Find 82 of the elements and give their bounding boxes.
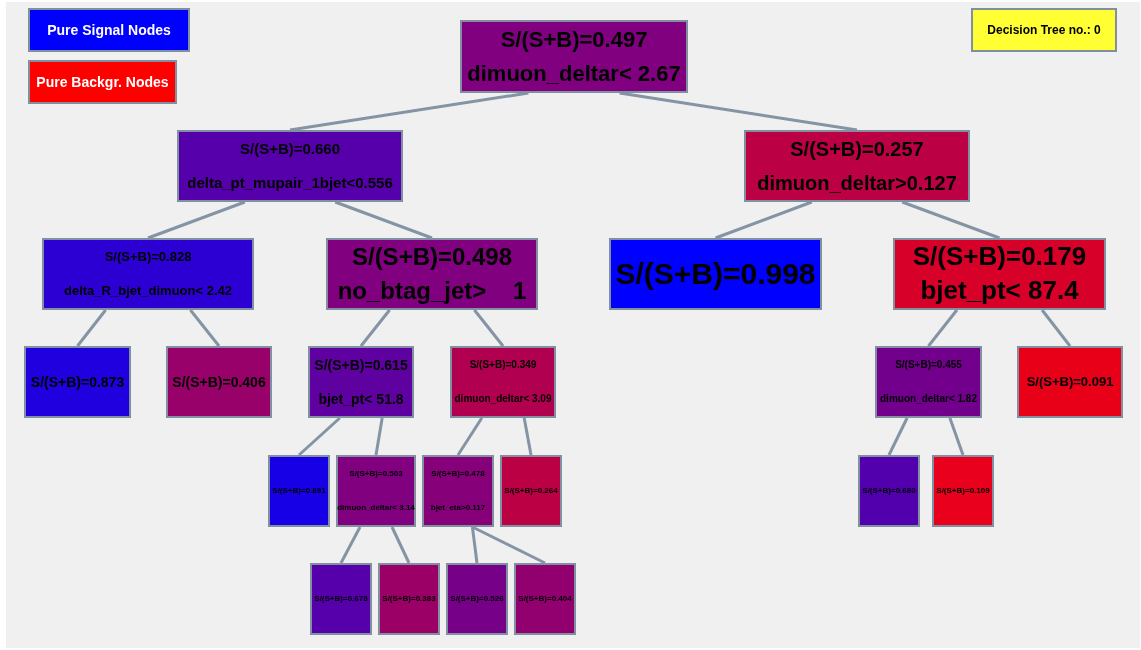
- cut-label: dimuon_deltar< 1.82: [880, 393, 977, 405]
- tree-branch-line: [374, 417, 384, 456]
- tree-node-box: [177, 130, 403, 202]
- node-label: S/(S+B)=0.264: [504, 486, 558, 496]
- tree-branch-line: [390, 526, 411, 564]
- cut-label: delta_R_bjet_dimuon< 2.42: [64, 284, 232, 298]
- tree-node-box: [932, 455, 994, 527]
- tree-node-box: [42, 238, 254, 310]
- cut-label: delta_pt_mupair_1bjet<0.556: [187, 175, 393, 191]
- node-label: S/(S+B)=0.998: [615, 258, 816, 290]
- tree-branch-line: [289, 91, 529, 132]
- node-label: S/(S+B)=0.406: [172, 374, 266, 390]
- tree-branch-line: [339, 526, 362, 564]
- purity-label: S/(S+B)=0.660: [239, 141, 341, 157]
- tree-node-box: [609, 238, 822, 310]
- legend-label: Pure Signal Nodes: [47, 22, 171, 38]
- tree-node-box: [378, 563, 440, 635]
- purity-label: S/(S+B)=0.498: [351, 244, 513, 270]
- tree-branch-line: [714, 200, 813, 240]
- purity-label: S/(S+B)=0.503: [349, 469, 403, 479]
- node-label: S/(S+B)=0.678: [314, 594, 368, 604]
- purity-label: S/(S+B)=0.349: [469, 359, 537, 371]
- tree-branch-line: [359, 309, 391, 347]
- purity-label: S/(S+B)=0.455: [895, 359, 962, 371]
- tree-node-box: [310, 563, 372, 635]
- tree-branch-line: [522, 417, 533, 456]
- tree-node-box: [308, 346, 414, 418]
- purity-label: S/(S+B)=0.828: [104, 250, 192, 264]
- tree-node-box: [744, 130, 970, 202]
- purity-label: S/(S+B)=0.478: [431, 469, 485, 479]
- tree-node-box: [166, 346, 272, 418]
- tree-node-box: [450, 346, 556, 418]
- tree-branch-line: [147, 200, 246, 240]
- tree-node-box: [893, 238, 1106, 310]
- cut-label: bjet_pt< 51.8: [318, 391, 404, 407]
- cut-label: bjet_pt< 87.4: [920, 277, 1079, 305]
- node-label: S/(S+B)=0.891: [272, 486, 326, 496]
- info-box: [971, 8, 1117, 52]
- tree-node-box: [858, 455, 920, 527]
- tree-branch-line: [471, 525, 546, 565]
- cut-label: bjet_eta>0.117: [430, 503, 486, 513]
- tree-branch-line: [473, 309, 505, 347]
- tree-node-box: [875, 346, 982, 418]
- tree-branch-line: [470, 526, 479, 564]
- node-label: S/(S+B)=0.873: [30, 374, 125, 390]
- tree-node-box: [24, 346, 131, 418]
- tree-node-box: [460, 20, 688, 93]
- tree-branch-line: [887, 417, 909, 456]
- cut-label: dimuon_deltar< 3.09: [454, 393, 552, 405]
- tree-node-box: [514, 563, 576, 635]
- purity-label: S/(S+B)=0.179: [912, 243, 1087, 271]
- tree-branch-line: [619, 91, 858, 132]
- purity-label: S/(S+B)=0.257: [790, 138, 924, 160]
- tree-branch-line: [76, 309, 107, 347]
- tree-node-box: [446, 563, 508, 635]
- tree-node-box: [1017, 346, 1123, 418]
- tree-node-box: [422, 455, 494, 527]
- node-label: S/(S+B)=0.383: [382, 594, 436, 604]
- cut-label: dimuon_deltar< 2.67: [467, 62, 681, 86]
- tree-branch-line: [1040, 309, 1072, 347]
- tree-node-box: [500, 455, 562, 527]
- tree-branch-line: [948, 417, 965, 456]
- node-label: S/(S+B)=0.109: [936, 486, 990, 496]
- cut-label: dimuon_deltar>0.127: [757, 172, 957, 194]
- purity-label: S/(S+B)=0.497: [500, 27, 648, 51]
- node-label: S/(S+B)=0.091: [1026, 375, 1114, 389]
- cut-label: no_btag_jet> 1: [337, 278, 527, 304]
- tree-branch-line: [456, 417, 484, 456]
- legend-label: Pure Backgr. Nodes: [36, 74, 169, 90]
- node-label: S/(S+B)=0.526: [450, 594, 504, 604]
- tree-branch-line: [901, 200, 1001, 240]
- tree-branch-line: [927, 309, 959, 347]
- tree-branch-line: [189, 309, 221, 347]
- node-label: Decision Tree no.: 0: [987, 23, 1101, 37]
- tree-branch-line: [334, 200, 433, 240]
- tree-node-box: [326, 238, 538, 310]
- tree-node-box: [268, 455, 330, 527]
- node-label: S/(S+B)=0.680: [862, 486, 916, 496]
- tree-branch-line: [298, 416, 341, 457]
- tree-node-box: [336, 455, 416, 527]
- node-label: S/(S+B)=0.404: [518, 594, 572, 604]
- purity-label: S/(S+B)=0.615: [314, 357, 408, 373]
